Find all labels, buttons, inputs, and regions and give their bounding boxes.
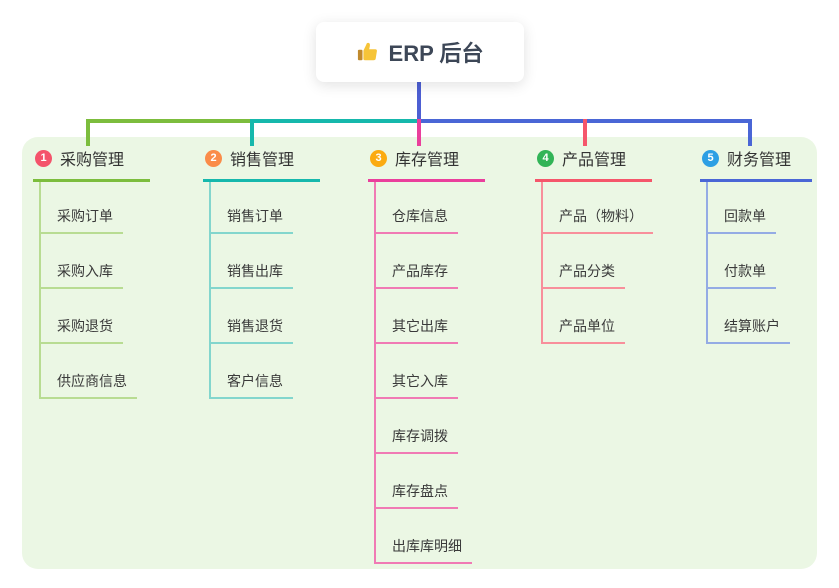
branch-product-badge: 4 bbox=[537, 149, 554, 167]
branch-product-items: 产品（物料） 产品分类 产品单位 bbox=[541, 182, 653, 344]
node-warehouse-info[interactable]: 仓库信息 bbox=[376, 182, 485, 234]
connector-drop-sales bbox=[250, 119, 254, 146]
branch-product-header[interactable]: 4 产品管理 bbox=[535, 146, 652, 182]
branch-finance-items: 回款单 付款单 结算账户 bbox=[706, 182, 812, 344]
branch-inventory-badge: 3 bbox=[370, 149, 387, 167]
branch-inventory-header[interactable]: 3 库存管理 bbox=[368, 146, 485, 182]
node-product-unit[interactable]: 产品单位 bbox=[543, 289, 652, 344]
node-supplier-info[interactable]: 供应商信息 bbox=[41, 344, 150, 399]
connector-horizontal-sales bbox=[252, 119, 419, 123]
node-product-category[interactable]: 产品分类 bbox=[543, 234, 652, 289]
connector-drop-inventory bbox=[417, 119, 421, 146]
node-settlement-account[interactable]: 结算账户 bbox=[708, 289, 812, 344]
branch-inventory: 3 库存管理 仓库信息 产品库存 其它出库 其它入库 库存调拨 库存盘点 出库库… bbox=[368, 146, 485, 564]
branch-product-label: 产品管理 bbox=[562, 152, 627, 169]
connector-root-drop bbox=[417, 82, 421, 121]
node-purchase-inbound[interactable]: 采购入库 bbox=[41, 234, 150, 289]
connector-drop-finance bbox=[748, 119, 752, 146]
branch-purchase-label: 采购管理 bbox=[60, 152, 125, 169]
branch-sales-badge: 2 bbox=[205, 149, 222, 167]
node-stock-count[interactable]: 库存盘点 bbox=[376, 454, 485, 509]
branch-inventory-items: 仓库信息 产品库存 其它出库 其它入库 库存调拨 库存盘点 出库库明细 bbox=[374, 182, 485, 564]
branch-sales-header[interactable]: 2 销售管理 bbox=[203, 146, 320, 182]
node-sales-order[interactable]: 销售订单 bbox=[211, 182, 320, 234]
node-payment-bill[interactable]: 付款单 bbox=[708, 234, 812, 289]
node-sales-outbound[interactable]: 销售出库 bbox=[211, 234, 320, 289]
node-other-outbound[interactable]: 其它出库 bbox=[376, 289, 485, 344]
root-node-label: ERP 后台 bbox=[388, 41, 484, 66]
root-node-erp-backend[interactable]: ERP 后台 bbox=[316, 22, 524, 82]
branch-sales-label: 销售管理 bbox=[230, 152, 295, 169]
node-outbound-detail[interactable]: 出库库明细 bbox=[376, 509, 485, 564]
branch-purchase-header[interactable]: 1 采购管理 bbox=[33, 146, 150, 182]
node-receipt-bill[interactable]: 回款单 bbox=[708, 182, 812, 234]
branch-finance-label: 财务管理 bbox=[727, 152, 792, 169]
connector-horizontal-purchase bbox=[86, 119, 254, 123]
branch-sales-items: 销售订单 销售出库 销售退货 客户信息 bbox=[209, 182, 320, 399]
node-purchase-return[interactable]: 采购退货 bbox=[41, 289, 150, 344]
branch-product: 4 产品管理 产品（物料） 产品分类 产品单位 bbox=[535, 146, 653, 344]
node-product-material[interactable]: 产品（物料） bbox=[543, 182, 653, 234]
node-product-stock[interactable]: 产品库存 bbox=[376, 234, 485, 289]
node-sales-return[interactable]: 销售退货 bbox=[211, 289, 320, 344]
thumbs-up-icon bbox=[357, 41, 379, 63]
connector-drop-purchase bbox=[86, 119, 90, 146]
branch-purchase-badge: 1 bbox=[35, 149, 52, 167]
branch-finance-badge: 5 bbox=[702, 149, 719, 167]
connector-drop-product bbox=[583, 119, 587, 146]
branch-sales: 2 销售管理 销售订单 销售出库 销售退货 客户信息 bbox=[203, 146, 320, 399]
node-other-inbound[interactable]: 其它入库 bbox=[376, 344, 485, 399]
branch-finance-header[interactable]: 5 财务管理 bbox=[700, 146, 812, 182]
branch-finance: 5 财务管理 回款单 付款单 结算账户 bbox=[700, 146, 812, 344]
branches-container bbox=[22, 137, 817, 569]
branch-purchase: 1 采购管理 采购订单 采购入库 采购退货 供应商信息 bbox=[33, 146, 150, 399]
branch-inventory-label: 库存管理 bbox=[395, 152, 460, 169]
branch-purchase-items: 采购订单 采购入库 采购退货 供应商信息 bbox=[39, 182, 150, 399]
node-purchase-order[interactable]: 采购订单 bbox=[41, 182, 150, 234]
node-customer-info[interactable]: 客户信息 bbox=[211, 344, 320, 399]
node-stock-transfer[interactable]: 库存调拨 bbox=[376, 399, 485, 454]
